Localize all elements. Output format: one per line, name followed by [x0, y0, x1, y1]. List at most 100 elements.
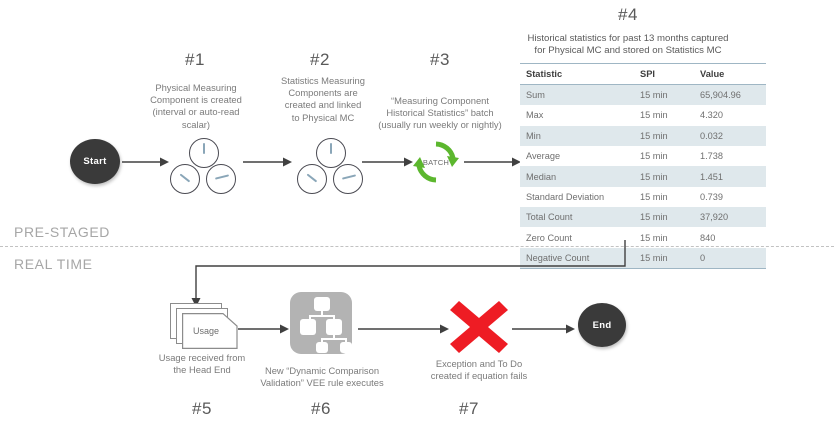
table-row[interactable]: Negative Count 15 min 0	[520, 247, 766, 270]
hierarchy-node-left	[300, 319, 316, 335]
batch-label: BATCH	[422, 157, 450, 167]
cell-value: 1.738	[694, 145, 766, 167]
step-caption-7: Exception and To Do created if equation …	[430, 358, 528, 382]
cell-statistic: Sum	[520, 84, 634, 106]
table-header-row: Statistic SPI Value	[520, 62, 766, 85]
band-divider	[0, 246, 834, 247]
start-node[interactable]: Start	[70, 139, 120, 184]
recycle-arrows-icon	[413, 141, 459, 183]
cell-spi: 15 min	[634, 207, 694, 228]
hierarchy-node-right	[326, 319, 342, 335]
gauge-right-icon	[333, 164, 363, 194]
cell-value: 4.320	[694, 105, 766, 126]
cell-statistic: Average	[520, 145, 634, 167]
hierarchy-link	[333, 334, 335, 339]
connector-exception-to-end	[512, 324, 575, 334]
gauge-top-icon	[189, 138, 219, 168]
table-row[interactable]: Sum 15 min 65,904.96	[520, 84, 766, 106]
end-node-label: End	[592, 319, 612, 331]
cell-statistic: Negative Count	[520, 247, 634, 270]
cell-statistic: Max	[520, 105, 634, 126]
step-caption-6: New “Dynamic Comparison Validation” VEE …	[260, 365, 384, 389]
meter-cluster-icon-1[interactable]	[168, 138, 238, 194]
cell-value: 65,904.96	[694, 84, 766, 106]
exception-cross-icon	[450, 301, 508, 353]
cell-value: 37,920	[694, 207, 766, 228]
step-caption-5: Usage received from the Head End	[158, 352, 246, 376]
cell-value: 0.739	[694, 186, 766, 208]
connector-usage-to-vee	[238, 324, 289, 334]
start-node-label: Start	[83, 156, 107, 167]
cell-spi: 15 min	[634, 84, 694, 106]
connector-table-to-usage	[191, 240, 626, 307]
table-row[interactable]: Total Count 15 min 37,920	[520, 207, 766, 228]
step-number-2: #2	[310, 50, 330, 69]
cell-spi: 15 min	[634, 227, 694, 248]
gauge-left-icon	[297, 164, 327, 194]
step-caption-1: Physical Measuring Component is created …	[150, 82, 242, 130]
meter-cluster-icon-2[interactable]	[295, 138, 365, 194]
statistics-table-title-line2: for Physical MC and stored on Statistics…	[534, 45, 722, 57]
statistics-table[interactable]: Statistic SPI Value Sum 15 min 65,904.96…	[520, 62, 766, 270]
step-number-5: #5	[192, 399, 212, 418]
cell-value: 0	[694, 247, 766, 270]
cell-statistic: Min	[520, 125, 634, 146]
batch-recycle-icon[interactable]: BATCH	[413, 139, 459, 185]
hierarchy-node-top	[314, 297, 330, 311]
step-number-6: #6	[311, 399, 331, 418]
hierarchy-link	[321, 338, 323, 343]
hierarchy-link	[321, 309, 323, 316]
cell-value: 0.032	[694, 125, 766, 146]
table-body: Sum 15 min 65,904.96 Max 15 min 4.320 Mi…	[520, 84, 766, 270]
table-row[interactable]: Max 15 min 4.320	[520, 105, 766, 126]
hierarchy-node-leaf-right	[340, 342, 352, 353]
gauge-top-icon	[316, 138, 346, 168]
red-x-icon[interactable]	[450, 301, 508, 353]
table-row[interactable]: Zero Count 15 min 840	[520, 227, 766, 248]
hierarchy-icon[interactable]	[290, 292, 352, 354]
end-node[interactable]: End	[578, 303, 626, 347]
step-number-7: #7	[459, 399, 479, 418]
usage-label: Usage	[192, 326, 219, 336]
cell-statistic: Median	[520, 166, 634, 187]
cell-value: 1.451	[694, 166, 766, 187]
hierarchy-link	[321, 338, 347, 340]
cell-value: 840	[694, 227, 766, 248]
table-row[interactable]: Median 15 min 1.451	[520, 166, 766, 187]
hierarchy-link	[345, 338, 347, 343]
column-header-spi[interactable]: SPI	[634, 62, 694, 85]
cell-statistic: Standard Deviation	[520, 186, 634, 208]
connector-step2-to-step3	[362, 157, 413, 167]
step-number-3: #3	[430, 50, 450, 69]
band-label-realtime: REAL TIME	[14, 256, 93, 272]
statistics-table-block: Historical statistics for past 13 months…	[520, 33, 766, 270]
gauge-left-icon	[170, 164, 200, 194]
table-row[interactable]: Average 15 min 1.738	[520, 145, 766, 167]
gauge-right-icon	[206, 164, 236, 194]
cell-statistic: Total Count	[520, 207, 634, 228]
cell-spi: 15 min	[634, 145, 694, 167]
cell-spi: 15 min	[634, 105, 694, 126]
hierarchy-link	[309, 315, 335, 317]
step-number-4: #4	[618, 5, 638, 24]
connector-vee-to-exception	[358, 324, 449, 334]
document-stack-icon[interactable]: Usage	[170, 303, 242, 349]
cell-spi: 15 min	[634, 247, 694, 270]
step-number-1: #1	[185, 50, 205, 69]
connector-step3-to-table	[464, 157, 521, 167]
cell-spi: 15 min	[634, 186, 694, 208]
step-caption-3: “Measuring Component Historical Statisti…	[378, 95, 502, 131]
cell-statistic: Zero Count	[520, 227, 634, 248]
statistics-table-title-line1: Historical statistics for past 13 months…	[527, 33, 729, 44]
band-label-prestaged: PRE-STAGED	[14, 224, 110, 240]
table-row[interactable]: Min 15 min 0.032	[520, 125, 766, 146]
column-header-statistic[interactable]: Statistic	[520, 62, 634, 85]
table-row[interactable]: Standard Deviation 15 min 0.739	[520, 186, 766, 208]
column-header-value[interactable]: Value	[694, 62, 766, 85]
connector-start-to-step1	[122, 157, 169, 167]
connector-step1-to-step2	[243, 157, 292, 167]
step-caption-2: Statistics Measuring Components are crea…	[281, 75, 365, 123]
hierarchy-node-leaf-left	[316, 342, 328, 353]
document-front	[182, 313, 238, 349]
cell-spi: 15 min	[634, 125, 694, 146]
